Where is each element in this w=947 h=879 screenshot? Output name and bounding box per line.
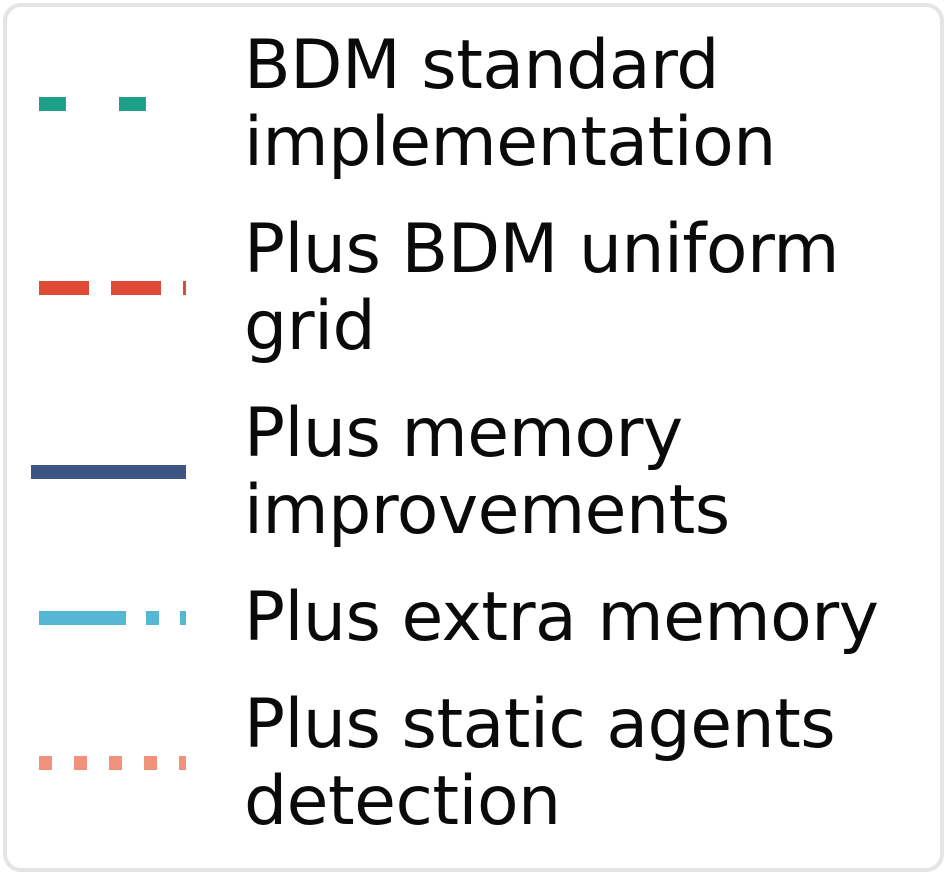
legend-label-static-agents: Plus static agents detection (244, 685, 836, 841)
long-dashed-line-swatch-icon (31, 281, 186, 295)
legend-entry-uniform-grid: Plus BDM uniform grid (31, 211, 934, 365)
dotted-line-swatch-icon (31, 756, 186, 770)
legend-entry-memory-improvements: Plus memory improvements (31, 395, 934, 549)
legend-label-memory-improvements: Plus memory improvements (244, 394, 730, 550)
dash-dot-line-swatch-icon (31, 610, 186, 625)
legend-label-bdm-standard: BDM standard implementation (244, 26, 776, 182)
legend-entries: BDM standard implementation Plus BDM uni… (31, 27, 934, 840)
legend-label-uniform-grid: Plus BDM uniform grid (244, 210, 839, 366)
legend-label-extra-memory: Plus extra memory (244, 578, 879, 657)
legend-box: BDM standard implementation Plus BDM uni… (3, 3, 944, 872)
legend-entry-extra-memory: Plus extra memory (31, 579, 934, 656)
legend-entry-bdm-standard: BDM standard implementation (31, 27, 934, 181)
dashed-line-swatch-icon (31, 97, 186, 111)
legend-entry-static-agents: Plus static agents detection (31, 686, 934, 840)
solid-line-swatch-icon (31, 465, 186, 479)
